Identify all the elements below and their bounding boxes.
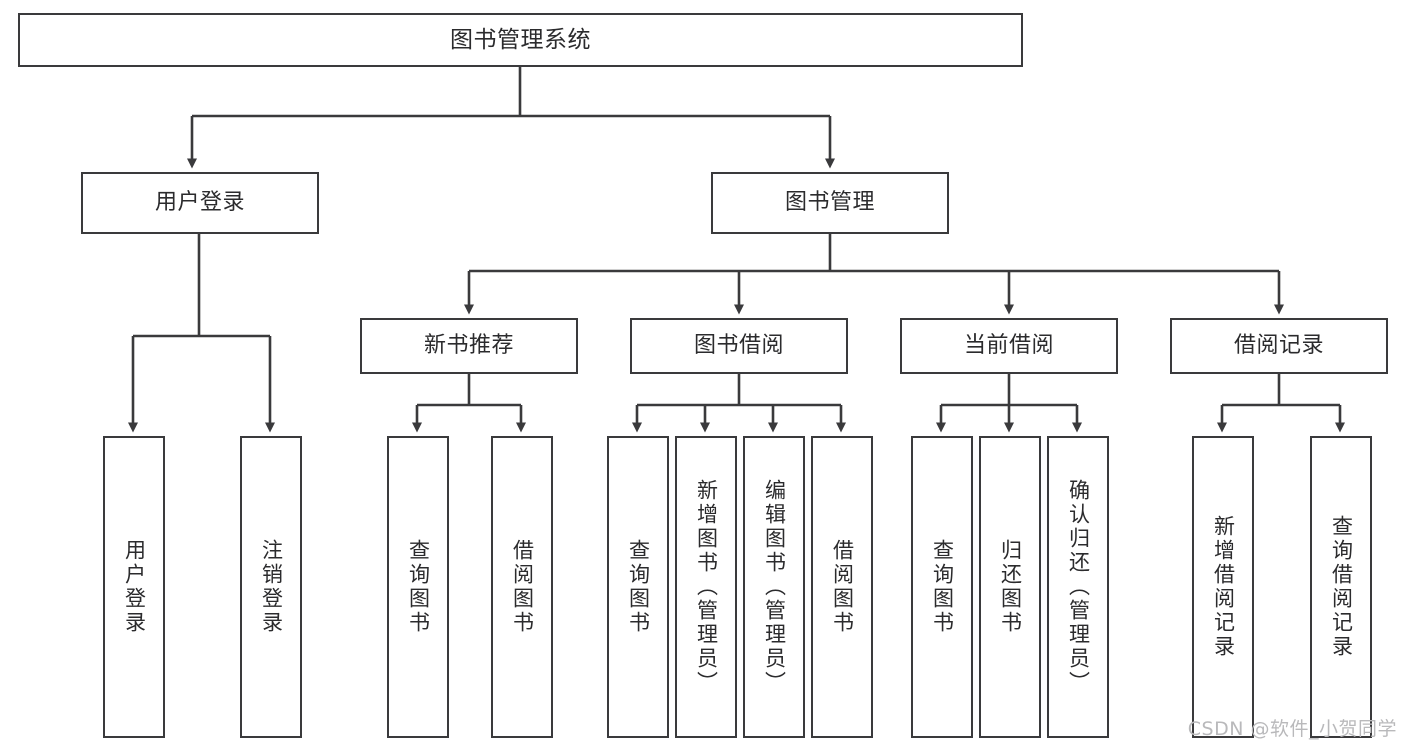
node-label: 查询图书 — [626, 539, 651, 635]
leaf-query-book[interactable]: 查询图书 — [607, 436, 669, 738]
node-label: 图书管理系统 — [450, 26, 591, 53]
leaf-confirm-return-admin[interactable]: 确认归还（管理员） — [1047, 436, 1109, 738]
node-label: 新书推荐 — [423, 333, 514, 359]
node-root[interactable]: 图书管理系统 — [18, 13, 1023, 67]
leaf-add-borrow-record[interactable]: 新增借阅记录 — [1192, 436, 1254, 738]
node-label: 用户登录 — [122, 539, 147, 635]
node-label: 借阅图书 — [510, 539, 535, 635]
node-book-borrow[interactable]: 图书借阅 — [630, 318, 848, 374]
leaf-edit-book-admin[interactable]: 编辑图书（管理员） — [743, 436, 805, 738]
node-label: 当前借阅 — [963, 333, 1054, 359]
node-label: 用户登录 — [154, 190, 245, 216]
node-new-book-recommend[interactable]: 新书推荐 — [360, 318, 578, 374]
watermark-text: CSDN @软件_小贺同学 — [1187, 718, 1397, 740]
node-label: 借阅图书 — [830, 539, 855, 635]
node-label: 注销登录 — [259, 539, 284, 635]
leaf-logout[interactable]: 注销登录 — [240, 436, 302, 738]
node-current-borrow[interactable]: 当前借阅 — [900, 318, 1118, 374]
node-label: 图书借阅 — [693, 333, 784, 359]
node-label: 归还图书 — [998, 539, 1023, 635]
node-book-management[interactable]: 图书管理 — [711, 172, 949, 234]
node-label: 查询图书 — [406, 539, 431, 635]
leaf-user-login[interactable]: 用户登录 — [103, 436, 165, 738]
node-label: 图书管理 — [784, 190, 875, 216]
leaf-return-book[interactable]: 归还图书 — [979, 436, 1041, 738]
node-label: 借阅记录 — [1233, 333, 1324, 359]
node-label: 新增借阅记录 — [1211, 515, 1236, 659]
node-label: 确认归还（管理员） — [1066, 479, 1091, 695]
leaf-query-book-recommend[interactable]: 查询图书 — [387, 436, 449, 738]
node-label: 编辑图书（管理员） — [762, 479, 787, 695]
leaf-add-book-admin[interactable]: 新增图书（管理员） — [675, 436, 737, 738]
node-label: 查询借阅记录 — [1329, 515, 1354, 659]
node-label: 新增图书（管理员） — [694, 479, 719, 695]
leaf-query-book-current[interactable]: 查询图书 — [911, 436, 973, 738]
leaf-query-borrow-record[interactable]: 查询借阅记录 — [1310, 436, 1372, 738]
node-label: 查询图书 — [930, 539, 955, 635]
node-user-login[interactable]: 用户登录 — [81, 172, 319, 234]
leaf-borrow-book[interactable]: 借阅图书 — [811, 436, 873, 738]
node-borrow-record[interactable]: 借阅记录 — [1170, 318, 1388, 374]
leaf-borrow-book-recommend[interactable]: 借阅图书 — [491, 436, 553, 738]
